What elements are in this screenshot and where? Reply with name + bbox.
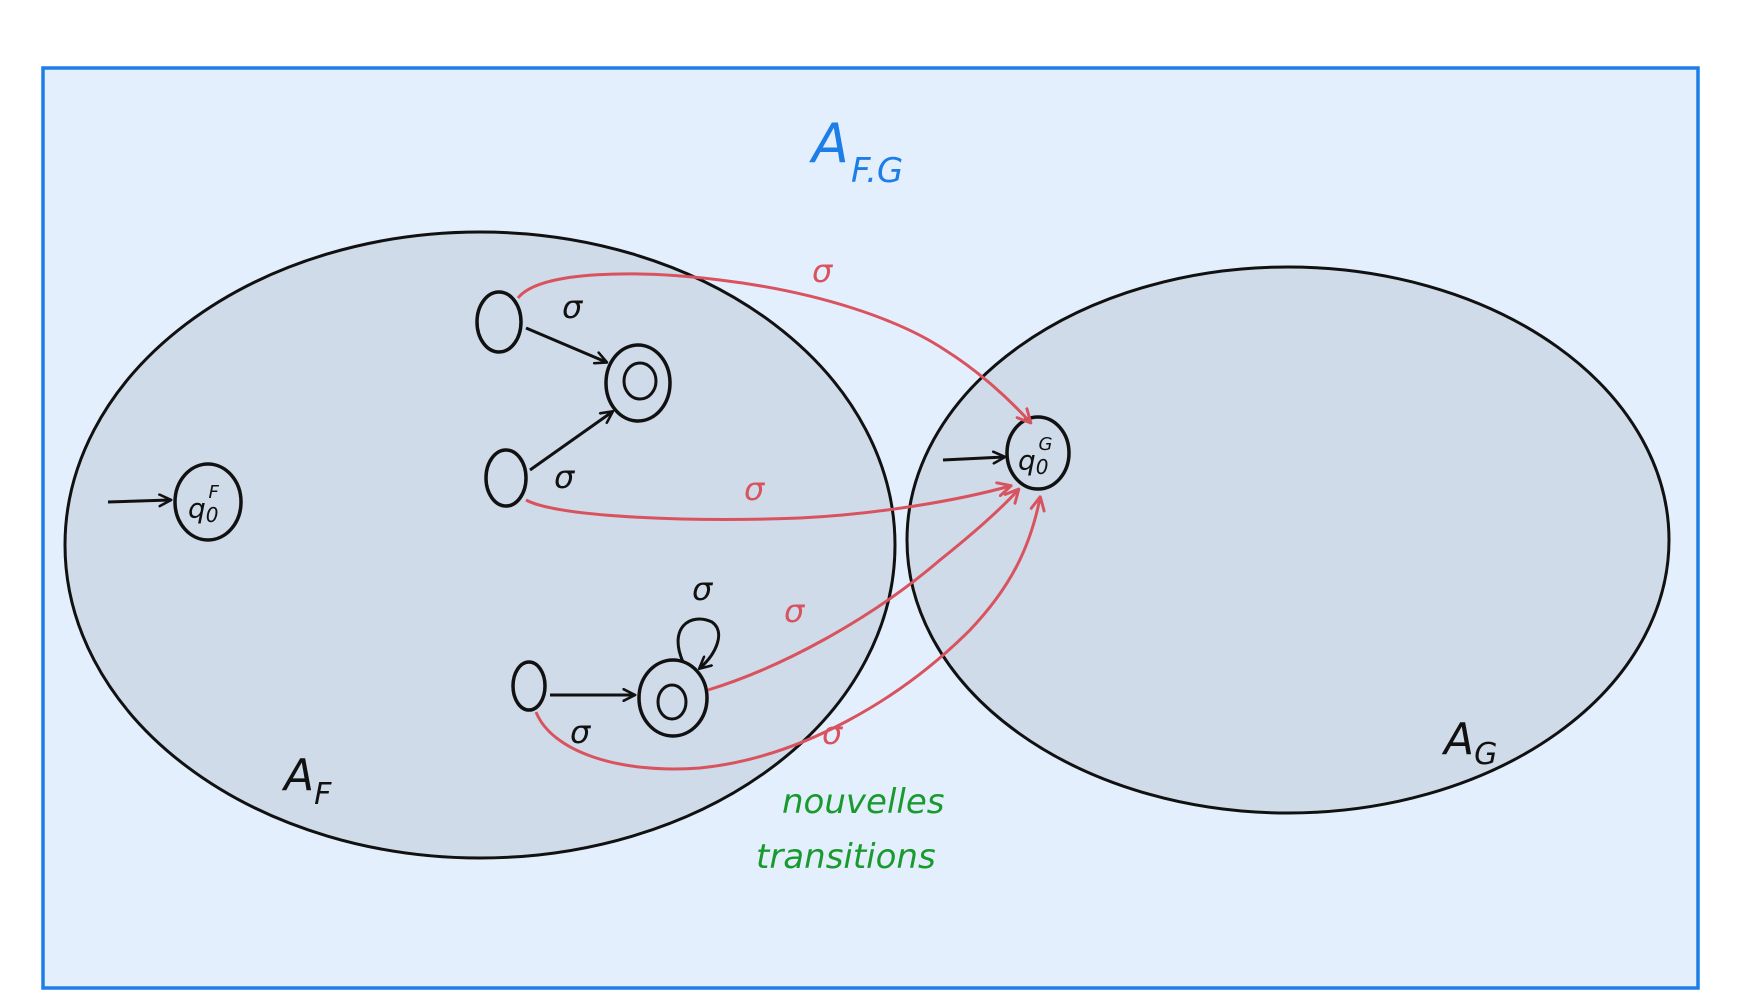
accepting-state-f-1-inner (622, 361, 658, 401)
new-transition-2-label: σ (744, 470, 766, 508)
automaton-g-region (905, 265, 1671, 815)
accepting-state-f-2-inner (656, 683, 688, 721)
new-transition-3 (707, 490, 1018, 692)
initial-state-g-label: q0G (1018, 434, 1053, 479)
automaton-g-label: AG (1441, 714, 1497, 772)
transition-f-3-label: σ (570, 713, 592, 751)
transition-f-2 (529, 412, 612, 472)
transition-f-1-label: σ (562, 288, 584, 326)
accepting-state-f-2 (637, 658, 709, 738)
new-transition-4 (534, 498, 1040, 771)
new-transition-3-label: σ (784, 592, 806, 630)
new-transition-1-label: σ (812, 252, 834, 290)
transition-f-2-label: σ (554, 458, 576, 496)
initial-state-f-label: q0F (188, 482, 220, 527)
state-f-2 (484, 448, 528, 508)
new-transition-2 (525, 486, 1010, 521)
transition-f-1 (525, 326, 606, 362)
self-loop-f-label: σ (692, 570, 714, 608)
initial-state-g (1005, 415, 1071, 491)
annotation-line-1: nouvelles (782, 782, 944, 822)
new-transition-4-label: σ (822, 714, 844, 752)
composite-label: AF.G (809, 112, 903, 191)
new-transition-1 (516, 272, 1030, 422)
state-f-3 (511, 660, 547, 712)
annotation-line-2: transitions (756, 837, 936, 877)
self-loop-f (676, 617, 721, 668)
initial-arrow-g (942, 457, 1004, 460)
initial-arrow-f (107, 500, 170, 502)
automaton-f-region (63, 230, 897, 860)
initial-state-f (173, 462, 243, 542)
automaton-f-label: AF (281, 750, 332, 812)
state-f-1 (475, 290, 523, 354)
accepting-state-f-1 (604, 343, 672, 423)
